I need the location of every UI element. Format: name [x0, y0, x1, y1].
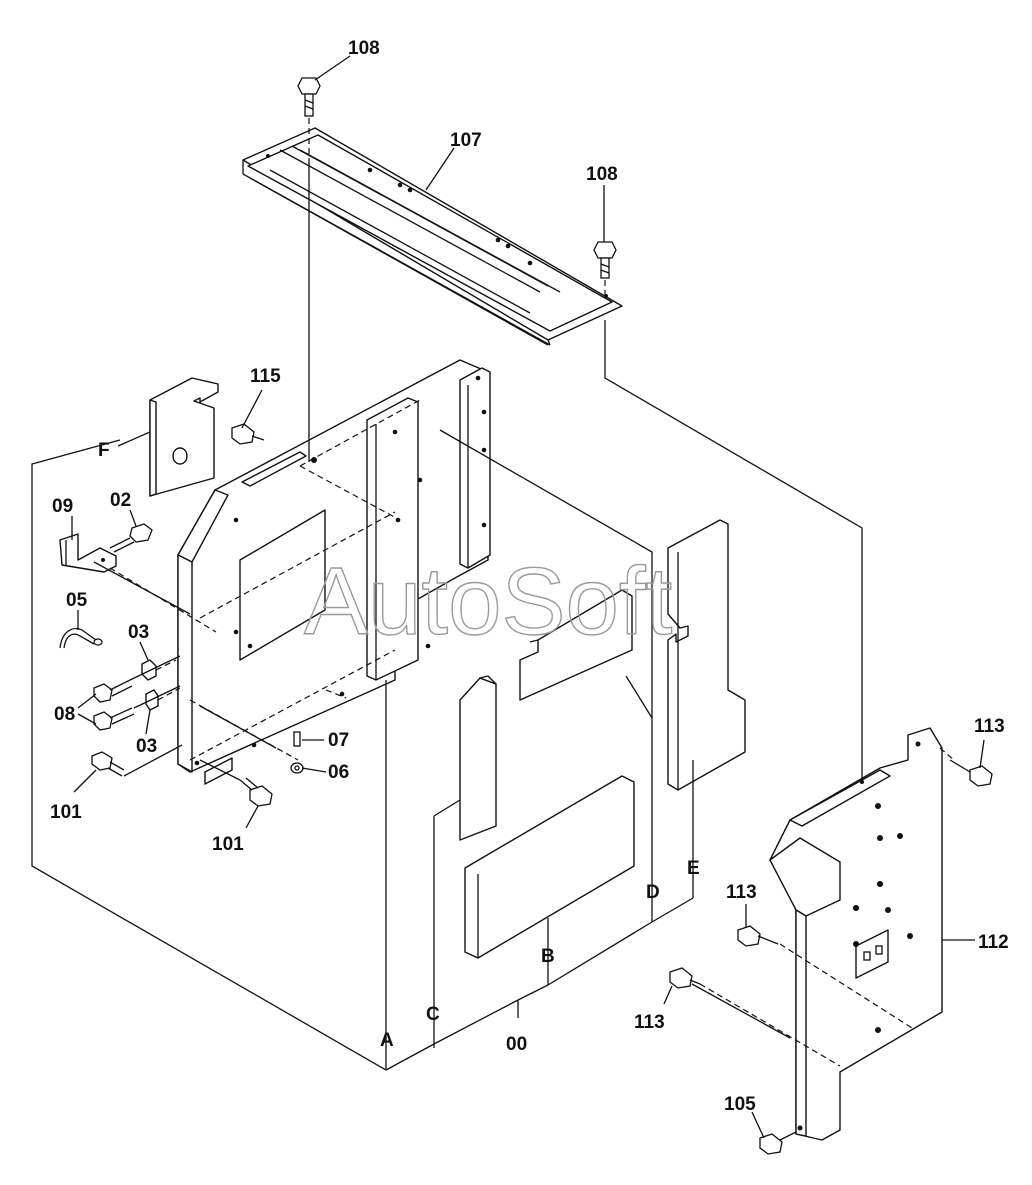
label-03-upper: 03 — [128, 622, 149, 643]
bolt-113-right — [949, 759, 993, 787]
pad-F — [149, 377, 219, 497]
pad-D — [519, 589, 633, 701]
label-E: E — [687, 858, 700, 879]
pin-07 — [293, 731, 301, 747]
label-06: 06 — [328, 762, 349, 783]
label-101-bottom: 101 — [212, 834, 244, 855]
label-108-right: 108 — [586, 164, 618, 185]
label-101-left: 101 — [50, 802, 82, 823]
callout-labels: 108 107 108 115 F 09 02 05 03 08 03 07 0… — [50, 38, 1009, 1115]
side-bracket-112 — [769, 727, 943, 1141]
label-113-lower: 113 — [634, 1012, 665, 1033]
bolt-101-bottom — [239, 777, 273, 807]
bolt-108-left — [297, 77, 321, 117]
main-panel — [177, 359, 491, 785]
bolt-108-right — [593, 241, 617, 279]
label-08: 08 — [54, 704, 75, 725]
label-03-lower: 03 — [136, 736, 157, 757]
label-D: D — [646, 882, 660, 903]
clip-03-upper — [141, 659, 157, 681]
pad-B — [464, 775, 635, 959]
bolt-101-left — [91, 751, 125, 777]
label-108-top: 108 — [348, 38, 380, 59]
label-107: 107 — [450, 130, 482, 151]
pad-E — [667, 519, 746, 791]
top-rail-107 — [242, 127, 623, 346]
pad-C — [459, 675, 497, 841]
screw-02 — [109, 523, 153, 553]
label-09: 09 — [52, 496, 73, 517]
bolt-113-middle — [737, 925, 779, 947]
label-02: 02 — [110, 490, 131, 511]
bolt-115 — [231, 423, 265, 445]
wire-05 — [59, 627, 103, 649]
label-F: F — [98, 440, 110, 461]
label-00: 00 — [506, 1034, 527, 1055]
label-113-right: 113 — [974, 716, 1005, 737]
bolt-08-upper — [93, 679, 133, 703]
label-C: C — [426, 1004, 440, 1025]
bolt-105 — [759, 1131, 797, 1155]
bolt-08-lower — [93, 707, 135, 731]
assembly-lines — [31, 55, 985, 1139]
washer-06 — [290, 762, 304, 774]
bolt-113-lower — [669, 967, 701, 989]
label-07: 07 — [328, 730, 349, 751]
bracket-09 — [59, 533, 117, 573]
label-105: 105 — [724, 1094, 756, 1115]
label-A: A — [380, 1030, 394, 1051]
label-112: 112 — [978, 932, 1009, 953]
label-113-middle: 113 — [726, 882, 757, 903]
label-05: 05 — [66, 590, 88, 611]
label-B: B — [541, 946, 555, 967]
label-115: 115 — [250, 366, 281, 387]
watermark-text: AutoSoft — [304, 548, 672, 655]
